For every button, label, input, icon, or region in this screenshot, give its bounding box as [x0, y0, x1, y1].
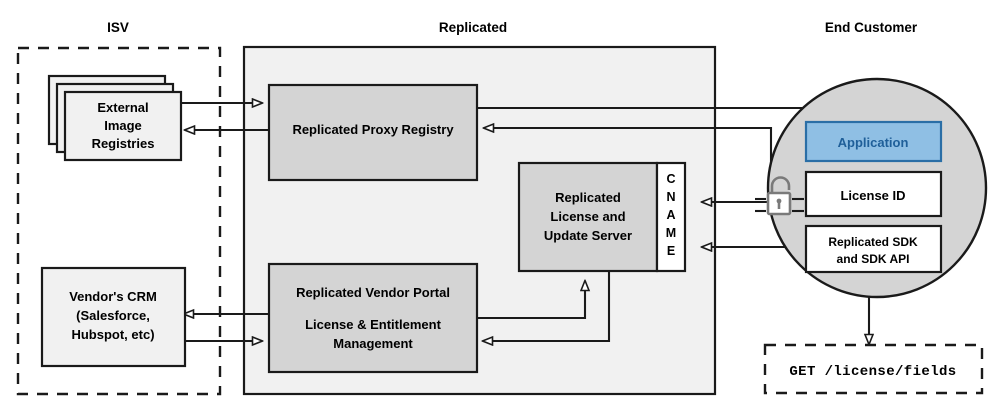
zone-title-replicated: Replicated [439, 20, 507, 35]
zone-title-isv: ISV [107, 20, 129, 35]
license-server-label-line2: License and [550, 209, 625, 224]
isv-zone-boundary [16, 46, 222, 396]
api-call-label: GET /license/fields [789, 364, 956, 380]
vendor-portal-label-line1: Replicated Vendor Portal [296, 285, 450, 300]
registries-label-line3: Registries [92, 136, 155, 151]
connector-server-to-portal [483, 272, 611, 341]
cname-letter-m: M [666, 226, 676, 240]
license-id-box [804, 170, 943, 218]
zone-title-end-customer: End Customer [825, 20, 918, 35]
proxy-registry-box [267, 83, 479, 182]
license-id-label: License ID [840, 188, 905, 203]
node-license-id[interactable]: License ID [804, 170, 943, 218]
node-replicated-proxy-registry[interactable]: Replicated Proxy Registry [267, 83, 479, 182]
vendor-portal-box [267, 262, 479, 374]
vendors-crm-box [40, 266, 187, 368]
crm-label-line1: Vendor's CRM [69, 289, 157, 304]
cname-letter-a: A [666, 208, 675, 222]
api-call-boundary [763, 343, 984, 395]
cname-letter-n: N [666, 190, 675, 204]
cname-letter-e: E [667, 244, 675, 258]
vendor-portal-label-line3: Management [333, 336, 413, 351]
application-label: Application [838, 135, 909, 150]
node-license-update-server[interactable]: Replicated License and Update Server C N… [517, 161, 687, 273]
node-vendors-crm[interactable]: Vendor's CRM (Salesforce, Hubspot, etc) [40, 266, 187, 368]
node-external-image-registries[interactable]: External Image Registries [47, 74, 183, 162]
vendor-portal-label-line2: License & Entitlement [305, 317, 441, 332]
registry-stack-front [63, 90, 183, 162]
license-server-label-line3: Update Server [544, 228, 632, 243]
cname-strip [655, 161, 687, 273]
registries-label-line2: Image [104, 118, 142, 133]
cname-letter-c: C [666, 172, 675, 186]
registries-label-line1: External [97, 100, 148, 115]
crm-label-line3: Hubspot, etc) [71, 327, 154, 342]
sdk-label-line2: and SDK API [837, 252, 910, 266]
node-license-fields-request[interactable]: GET /license/fields [763, 343, 984, 395]
license-server-box [517, 161, 659, 273]
application-box [804, 120, 943, 163]
sdk-label-line1: Replicated SDK [828, 235, 918, 249]
crm-label-line2: (Salesforce, [76, 308, 150, 323]
node-application[interactable]: Application [804, 120, 943, 163]
node-replicated-vendor-portal[interactable]: Replicated Vendor Portal License & Entit… [267, 262, 479, 374]
connector-portal-to-server [476, 281, 585, 320]
license-server-label-line1: Replicated [555, 190, 621, 205]
replicated-sdk-box [804, 224, 943, 274]
node-replicated-sdk[interactable]: Replicated SDK and SDK API [804, 224, 943, 274]
proxy-registry-label: Replicated Proxy Registry [292, 122, 454, 137]
unlock-icon [755, 176, 804, 216]
